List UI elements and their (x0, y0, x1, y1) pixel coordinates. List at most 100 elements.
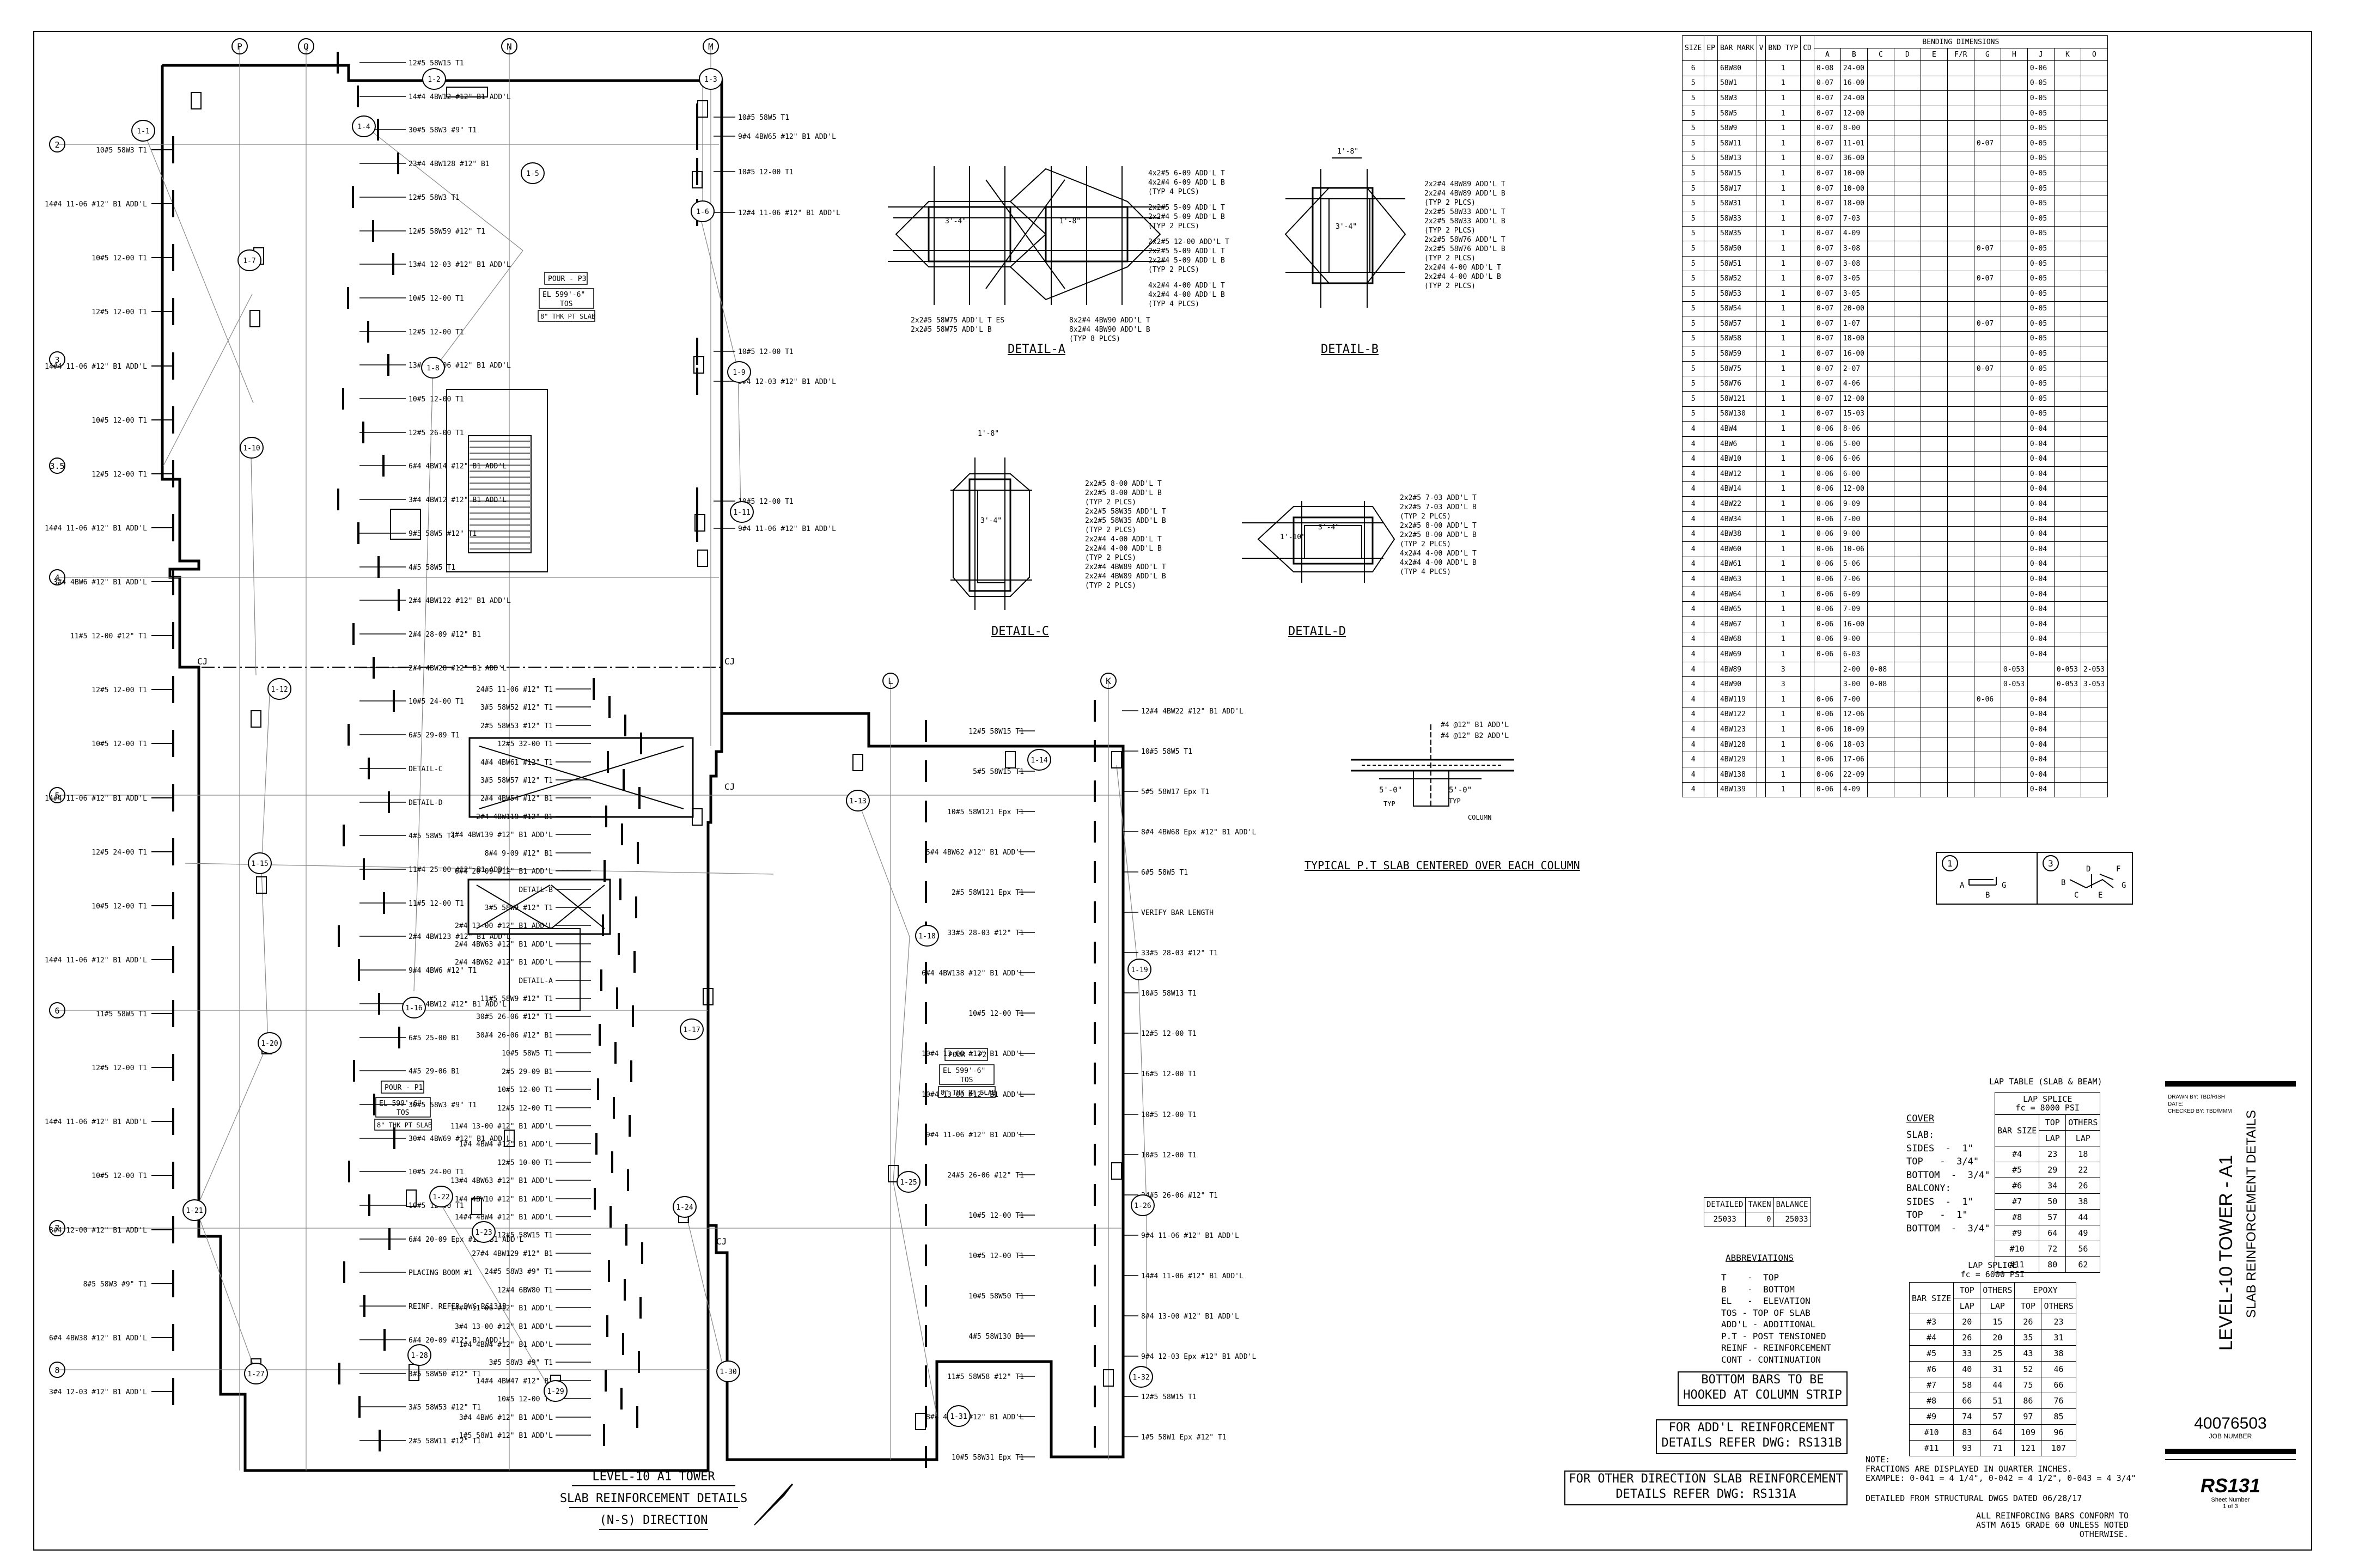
section-bubble-label: 1-29 (547, 1388, 564, 1396)
schedule-cell (1867, 496, 1894, 512)
schedule-cell: 0-07 (1813, 241, 1841, 257)
lap-cell: 66 (1953, 1393, 1981, 1409)
schedule-cell (1893, 346, 1921, 362)
schedule-cell (2000, 75, 2028, 91)
schedule-cell (2080, 225, 2108, 242)
lap-6000-fc: fc = 6000 PSI (1960, 1270, 2025, 1279)
bar-callout: 8#4 12-00 #12" B1 ADD'L (49, 1227, 147, 1235)
cj-label: CJ (197, 656, 208, 667)
lap-cell: 83 (1953, 1424, 1981, 1441)
schedule-cell (1800, 601, 1814, 617)
schedule-cell (2000, 391, 2028, 407)
grid-bubble-label: N (507, 41, 512, 52)
schedule-cell (2053, 316, 2081, 332)
bend-shape-diagrams (1936, 852, 2133, 905)
schedule-cell: 0-04 (2027, 752, 2055, 767)
section-bubble-label: 1-23 (475, 1229, 492, 1237)
schedule-cell: 17-06 (1840, 752, 1868, 767)
schedule-cell (2053, 526, 2081, 542)
schedule-cell: 5 (1681, 406, 1705, 422)
section-bubble (407, 1344, 431, 1366)
schedule-cell (2000, 616, 2028, 632)
column-mark (692, 808, 703, 826)
schedule-cell: 5 (1681, 225, 1705, 242)
schedule-cell (1867, 406, 1894, 422)
pour-name: POUR - P3 (548, 275, 586, 283)
schedule-cell (1973, 661, 2001, 678)
schedule-cell (1973, 75, 2001, 91)
schedule-cell: 4BW60 (1717, 541, 1757, 557)
schedule-cell: 0-04 (2027, 722, 2055, 737)
schedule-cell: 0-07 (1813, 166, 1841, 181)
schedule-cell: 6BW80 (1717, 60, 1757, 76)
section-bubble (947, 1405, 971, 1427)
schedule-cell: 0-07 (1813, 75, 1841, 91)
bar-callout: 11#5 12-00 #12" T1 (70, 632, 147, 640)
schedule-cell (1920, 706, 1948, 723)
bar-callout: 14#4 11-06 #12" B1 ADD'L (45, 200, 147, 209)
schedule-cell (1920, 180, 1948, 197)
taken-header: TAKEN (1745, 1197, 1774, 1212)
schedule-cell (1973, 782, 2001, 798)
schedule-cell (2053, 225, 2081, 242)
bar-callout: 13#4 12-03 #12" B1 ADD'L (409, 261, 511, 269)
schedule-cell (1920, 361, 1948, 377)
schedule-cell (1920, 646, 1948, 662)
detail-c-drawing (950, 457, 1032, 610)
schedule-cell (2053, 285, 2081, 302)
schedule-cell: 0-07 (1973, 316, 2001, 332)
abbreviation-item: CONT - CONTINUATION (1721, 1354, 1821, 1365)
lap-cell: 75 (2014, 1377, 2042, 1393)
schedule-cell (1920, 271, 1948, 286)
schedule-cell (1800, 241, 1814, 257)
schedule-cell (1800, 646, 1814, 662)
schedule-cell (1973, 646, 2001, 662)
schedule-cell (2000, 451, 2028, 467)
schedule-cell: 5 (1681, 361, 1705, 377)
schedule-cell: 1 (1765, 361, 1801, 377)
schedule-cell: 0-04 (2027, 496, 2055, 512)
detailed-value: 25033 (1703, 1212, 1746, 1227)
bar-callout: 1#5 58W1 Epx #12" T1 (1141, 1433, 1227, 1442)
detail-note: 2x2#5 7-03 ADD'L B (1400, 503, 1477, 511)
schedule-cell (2080, 481, 2108, 497)
schedule-cell: 4BW90 (1717, 676, 1757, 692)
schedule-cell (1800, 90, 1814, 106)
section-bubble (258, 1032, 282, 1054)
cover-item: BOTTOM - 3/4" (1906, 1223, 1990, 1234)
section-bubble-label: 1-10 (243, 444, 260, 453)
schedule-cell: 5 (1681, 105, 1705, 121)
schedule-cell: 5 (1681, 90, 1705, 106)
detail-note: 4x2#4 4-00 ADD'L T (1148, 282, 1225, 290)
schedule-cell (2080, 541, 2108, 557)
schedule-cell (2080, 196, 2108, 211)
schedule-cell (1920, 135, 1948, 151)
schedule-cell (1704, 105, 1718, 121)
schedule-cell (1973, 631, 2001, 648)
schedule-cell (1947, 166, 1974, 181)
lap-cell: #9 (1909, 1408, 1954, 1425)
bar-callout: 14#4 11-06 #12" B1 ADD'L (450, 1304, 553, 1313)
lap-cell: 66 (2041, 1377, 2076, 1393)
schedule-cell: 1 (1765, 166, 1801, 181)
schedule-cell (1893, 421, 1921, 437)
schedule-cell (1947, 601, 1974, 617)
schedule-cell: 0-04 (2027, 511, 2055, 527)
bar-callout: VERIFY BAR LENGTH (1141, 909, 1214, 917)
schedule-cell (1893, 511, 1921, 527)
schedule-cell (1867, 752, 1894, 767)
schedule-cell: 0-05 (2027, 285, 2055, 302)
grid-bubble-label: 3 (54, 355, 59, 365)
schedule-cell (1973, 421, 2001, 437)
cover-item: BALCONY: (1906, 1183, 1951, 1194)
grid-bubble (1100, 673, 1117, 689)
schedule-cell (1800, 631, 1814, 648)
schedule-cell: 4BW128 (1717, 736, 1757, 753)
schedule-cell (1704, 631, 1718, 648)
schedule-cell: 5 (1681, 316, 1705, 332)
abbreviation-item: P.T - POST TENSIONED (1721, 1331, 1826, 1341)
schedule-cell (1973, 391, 2001, 407)
schedule-cell (1947, 646, 1974, 662)
schedule-cell (1756, 511, 1766, 527)
